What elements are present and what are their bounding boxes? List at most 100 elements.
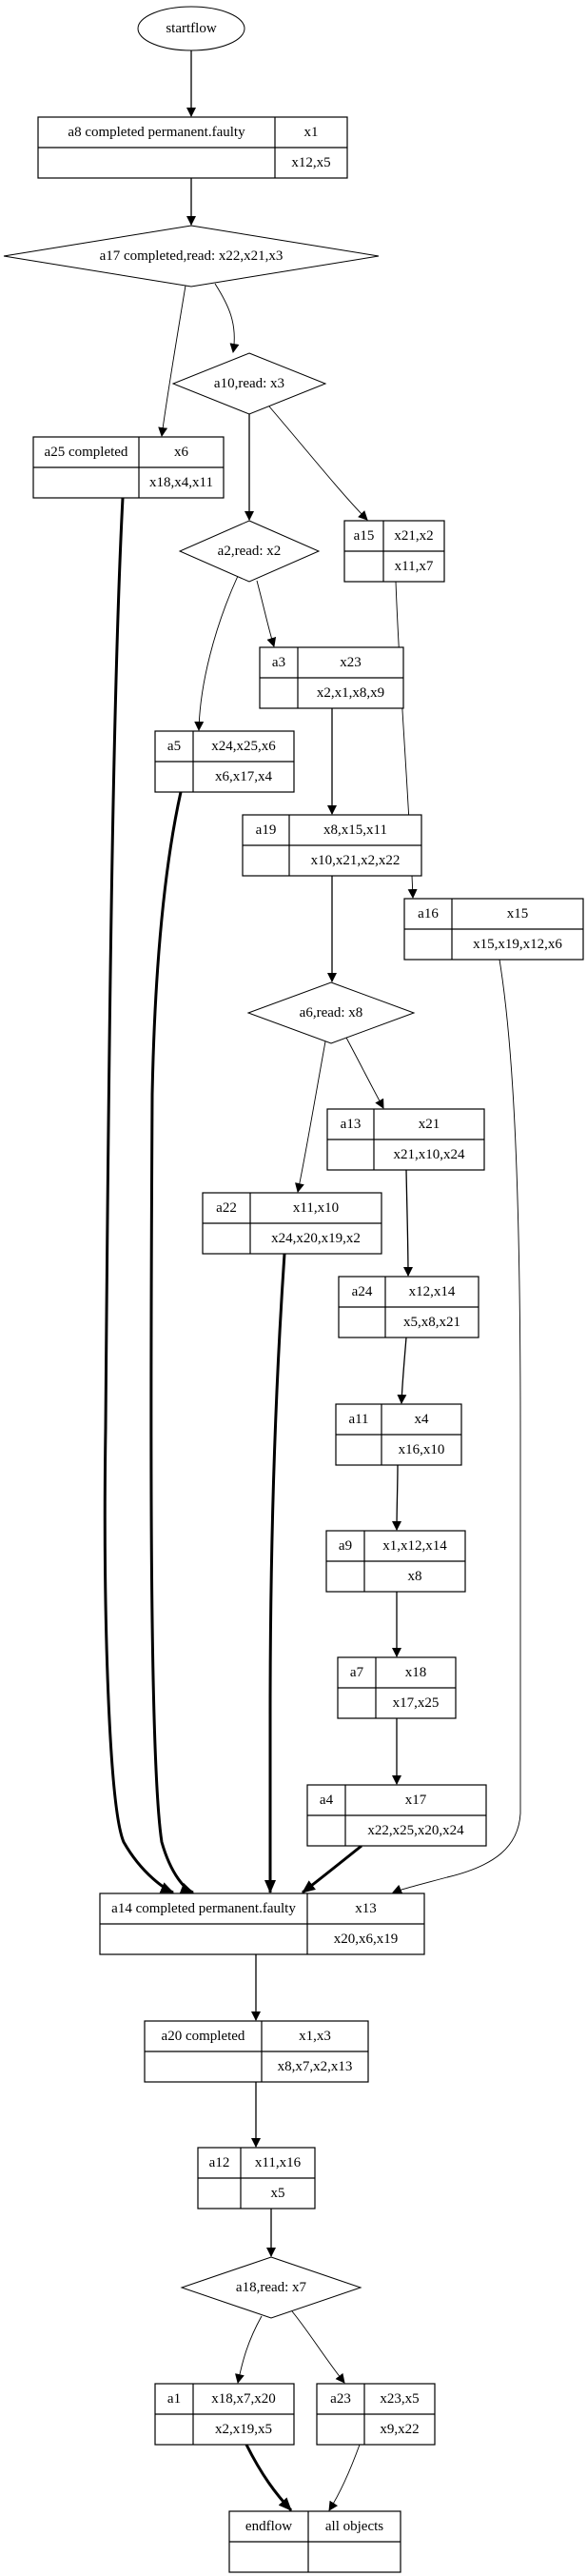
node-label: a18,read: x7 <box>236 2280 307 2295</box>
node-label: a14 completed permanent.faulty <box>111 1901 296 1916</box>
node-a10: a10,read: x3 <box>171 352 327 415</box>
node-bottom-value: x15,x19,x12,x6 <box>473 937 562 952</box>
node-label: a20 completed <box>162 2029 245 2044</box>
node-a8: a8 completed permanent.faulty x1 x12,x5 <box>37 116 348 179</box>
edge-a16-a14 <box>392 959 521 1894</box>
node-top-value: x1,x12,x14 <box>382 1538 447 1554</box>
diamond-shape <box>171 352 327 415</box>
node-bottom-value: x10,x21,x2,x22 <box>311 853 401 868</box>
node-top-value: x6 <box>174 445 189 460</box>
node-bottom-value: x18,x4,x11 <box>149 475 213 490</box>
node-label: a5 <box>167 739 181 754</box>
edges <box>103 50 521 2512</box>
node-top-value: x13 <box>355 1901 377 1916</box>
node-top-value: x17 <box>405 1793 427 1808</box>
node-top-value: x15 <box>507 906 529 921</box>
diamond-shape <box>246 981 416 1044</box>
node-top-value: x4 <box>415 1412 430 1427</box>
node-label: a1 <box>167 2391 181 2407</box>
node-label: a16 <box>418 906 439 921</box>
edge-a25-a14 <box>103 497 174 1894</box>
node-bottom-value: x8,x7,x2,x13 <box>278 2059 353 2074</box>
node-top-value: x11,x16 <box>255 2155 302 2170</box>
node-bottom-value: x11,x7 <box>395 559 434 574</box>
node-label: a3 <box>272 655 285 670</box>
node-a9: a9 x1,x12,x14 x8 <box>325 1530 466 1593</box>
edge-a2-a3 <box>256 580 277 647</box>
node-bottom-value: x2,x19,x5 <box>215 2422 272 2437</box>
node-top-value: x1,x3 <box>299 2029 331 2044</box>
edge-a17-a25 <box>158 285 186 437</box>
node-bottom-value: x6,x17,x4 <box>215 769 273 784</box>
edge-a4-a14 <box>302 1844 362 1894</box>
node-a17: a17 completed,read: x22,x21,x3 <box>3 225 380 287</box>
node-a11: a11 x4 x16,x10 <box>335 1403 462 1466</box>
edge-a6-a13 <box>345 1037 384 1109</box>
node-a6: a6,read: x8 <box>246 981 416 1044</box>
node-label: a8 completed permanent.faulty <box>68 125 245 140</box>
node-bottom-value: x9,x22 <box>380 2422 419 2437</box>
node-top-value: x18 <box>405 1665 427 1680</box>
node-label: a12 <box>209 2155 230 2170</box>
node-a20: a20 completed x1,x3 x8,x7,x2,x13 <box>144 2020 369 2083</box>
node-top-value: x21,x2 <box>394 528 433 544</box>
node-top-value: x18,x7,x20 <box>211 2391 276 2407</box>
edge-a18-a23 <box>291 2310 345 2384</box>
node-bottom-value: x22,x25,x20,x24 <box>367 1823 464 1838</box>
node-top-value: all objects <box>325 2519 383 2534</box>
diamond-shape <box>178 520 321 583</box>
diamond-shape <box>3 225 380 287</box>
node-label: a11 <box>348 1412 368 1427</box>
node-a18: a18,read: x7 <box>180 2256 362 2319</box>
node-a14: a14 completed permanent.faulty x13 x20,x6,… <box>99 1892 425 1955</box>
node-label: a23 <box>330 2391 351 2407</box>
node-label: endflow <box>245 2519 292 2534</box>
edge-a2-a5 <box>194 575 239 731</box>
node-label: a9 <box>339 1538 352 1554</box>
edge-a5-a14 <box>149 791 194 1894</box>
node-label: a2,read: x2 <box>218 544 282 559</box>
node-bottom-value: x21,x10,x24 <box>394 1147 466 1162</box>
node-label: a15 <box>354 528 375 544</box>
node-bottom-value: x16,x10 <box>399 1442 445 1457</box>
edge-a17-a10 <box>214 283 240 353</box>
node-label: a25 completed <box>45 445 128 460</box>
node-top-value: x23 <box>340 655 362 670</box>
node-bottom-value: x20,x6,x19 <box>334 1932 399 1947</box>
node-a15: a15 x21,x2 x11,x7 <box>343 520 445 583</box>
edge-a11-a9 <box>392 1464 402 1531</box>
node-endflow: endflow all objects <box>228 2510 401 2573</box>
node-top-value: x11,x10 <box>293 1200 339 1216</box>
node-bottom-value: x24,x20,x19,x2 <box>271 1231 361 1246</box>
node-a1: a1 x18,x7,x20 x2,x19,x5 <box>154 2383 295 2446</box>
node-label: a19 <box>256 822 277 838</box>
node-label: a24 <box>352 1284 373 1299</box>
node-a23: a23 x23,x5 x9,x22 <box>316 2383 436 2446</box>
node-label: a6,read: x8 <box>300 1005 363 1020</box>
node-top-value: x21 <box>419 1117 440 1132</box>
node-top-value: x23,x5 <box>380 2391 419 2407</box>
edge-a18-a1 <box>235 2315 263 2384</box>
node-bottom-value: x12,x5 <box>291 155 330 170</box>
node-bottom-value: x5,x8,x21 <box>403 1315 460 1330</box>
edge-a13-a24 <box>402 1169 413 1277</box>
node-a16: a16 x15 x15,x19,x12,x6 <box>403 898 584 961</box>
node-top-value: x1 <box>304 125 319 140</box>
node-bottom-value: x8 <box>408 1569 422 1584</box>
node-a24: a24 x12,x14 x5,x8,x21 <box>338 1276 479 1338</box>
node-a2: a2,read: x2 <box>178 520 321 583</box>
edge-a6-a22 <box>295 1040 326 1193</box>
edge-a22-a14 <box>264 1253 286 1893</box>
edge-a23-endflow <box>328 2444 361 2511</box>
node-top-value: x12,x14 <box>409 1284 456 1299</box>
node-bottom-value: x17,x25 <box>393 1695 440 1711</box>
edge-a24-a11 <box>397 1337 407 1404</box>
node-label: a17 completed,read: x22,x21,x3 <box>100 248 284 264</box>
